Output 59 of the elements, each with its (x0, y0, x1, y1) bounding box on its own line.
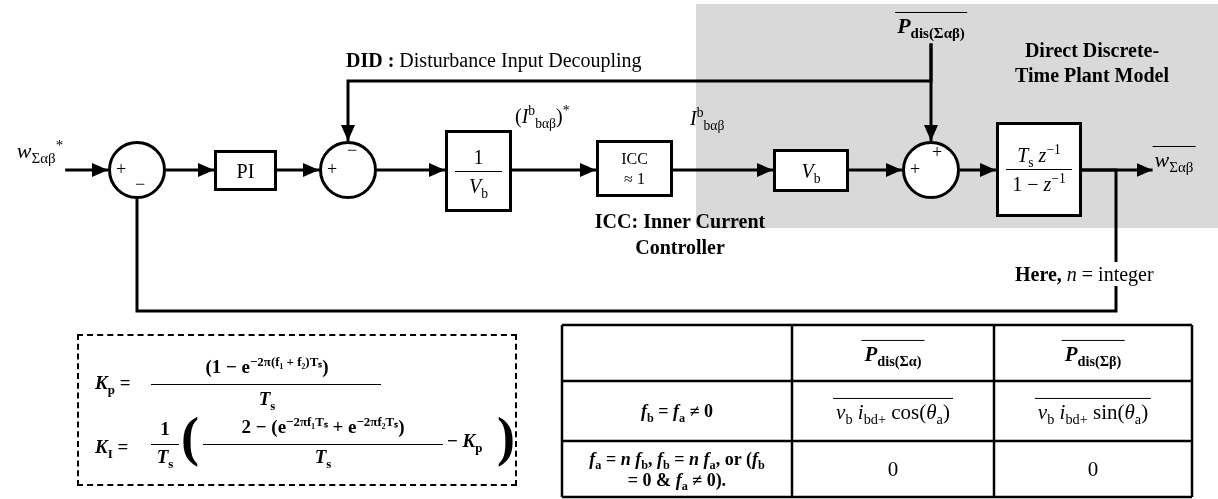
formula-text: − K$_{p}$ (447, 430, 483, 453)
summing-junction (902, 141, 960, 199)
table-value: 0 (1086, 456, 1100, 482)
block-text: PI (236, 158, 255, 183)
arrow (673, 163, 773, 177)
block-text: 1 − z$^{−1}$ (1012, 172, 1066, 196)
formula-text: K$_{p}$ = (95, 372, 131, 395)
condition-text: f$_{b}$ = f$_{a}$ ≠ 0 (639, 400, 715, 422)
column-header: P$_{dis(Σα)}$ (861, 339, 925, 367)
sign-label: − (347, 140, 358, 162)
output-signal-label: w$_{Σαβ}$ (1152, 146, 1196, 174)
arrow (65, 163, 108, 177)
transfer-block (445, 130, 512, 212)
sign-label: + (327, 159, 338, 181)
formula-text: v$_{b}$ i$_{bd+}$ cos(θ$_{a}$) (833, 397, 953, 425)
transfer-block (773, 149, 849, 192)
arrow (341, 43, 933, 141)
formula-text: v$_{b}$ i$_{bd+}$ sin(θ$_{a}$) (1034, 397, 1152, 425)
block-text: 1 (473, 144, 484, 169)
block-text: V$_{b}$ (801, 158, 821, 183)
formula-text: T$_{s}$ (314, 446, 332, 469)
summing-junction (108, 141, 166, 199)
block-text: ICC (621, 149, 648, 169)
arrow (166, 163, 214, 177)
formula-text: ( (181, 408, 199, 468)
note-text: Here, n = integer (1012, 262, 1157, 286)
arrow (277, 163, 319, 177)
plant-model-region (696, 4, 1218, 228)
formula-text: T$_{s}$ (258, 388, 276, 411)
arrow (512, 163, 596, 177)
formula-text: 1 (160, 418, 170, 441)
sign-label: + (910, 159, 921, 181)
feedback-line (135, 168, 1118, 313)
transfer-block (996, 122, 1082, 217)
disturbance-signal-label: P$_{dis(Σαβ)}$ (895, 12, 967, 40)
edge-label: DID : Disturbance Input Decoupling (346, 48, 642, 72)
column-header: P$_{dis(Σβ)}$ (1061, 339, 1125, 367)
region-title: Direct Discrete-Time Plant Model (1013, 38, 1171, 88)
transfer-block (596, 140, 673, 197)
block-text: V$_{b}$ (469, 173, 488, 198)
table-value: 0 (886, 456, 900, 482)
arrow (960, 163, 996, 177)
sign-label: + (932, 142, 943, 164)
condition-text: f$_{a}$ = n f$_{b}$, f$_{b}$ = n f$_{a}$, or (f$_{b}$ = 0 & f$_{a}$ ≠ 0). (588, 447, 766, 491)
formula-text: T$_{s}$ (156, 446, 174, 469)
formula-text: (1 − e$^{−2π(f₁ + f₂)Tₛ}$) (205, 356, 329, 379)
sign-label: + (116, 159, 127, 181)
formula-text: K$_{I}$ = (95, 436, 129, 459)
formula-panel (77, 334, 517, 486)
summing-junction (319, 141, 377, 199)
caption-text: ICC: Inner Current Controller (593, 209, 767, 260)
transfer-block (214, 150, 277, 191)
arrow (377, 163, 445, 177)
arrow (849, 163, 902, 177)
block-text: ≈ 1 (624, 168, 645, 188)
formula-text: ) (497, 408, 515, 468)
formula-text: 2 − (e$^{−2πf₁Tₛ}$ + e$^{−2πf₂Tₛ}$) (241, 416, 405, 439)
block-text: T$_{s}$ z$^{−1}$ (1017, 143, 1061, 167)
sign-label: − (135, 174, 146, 196)
